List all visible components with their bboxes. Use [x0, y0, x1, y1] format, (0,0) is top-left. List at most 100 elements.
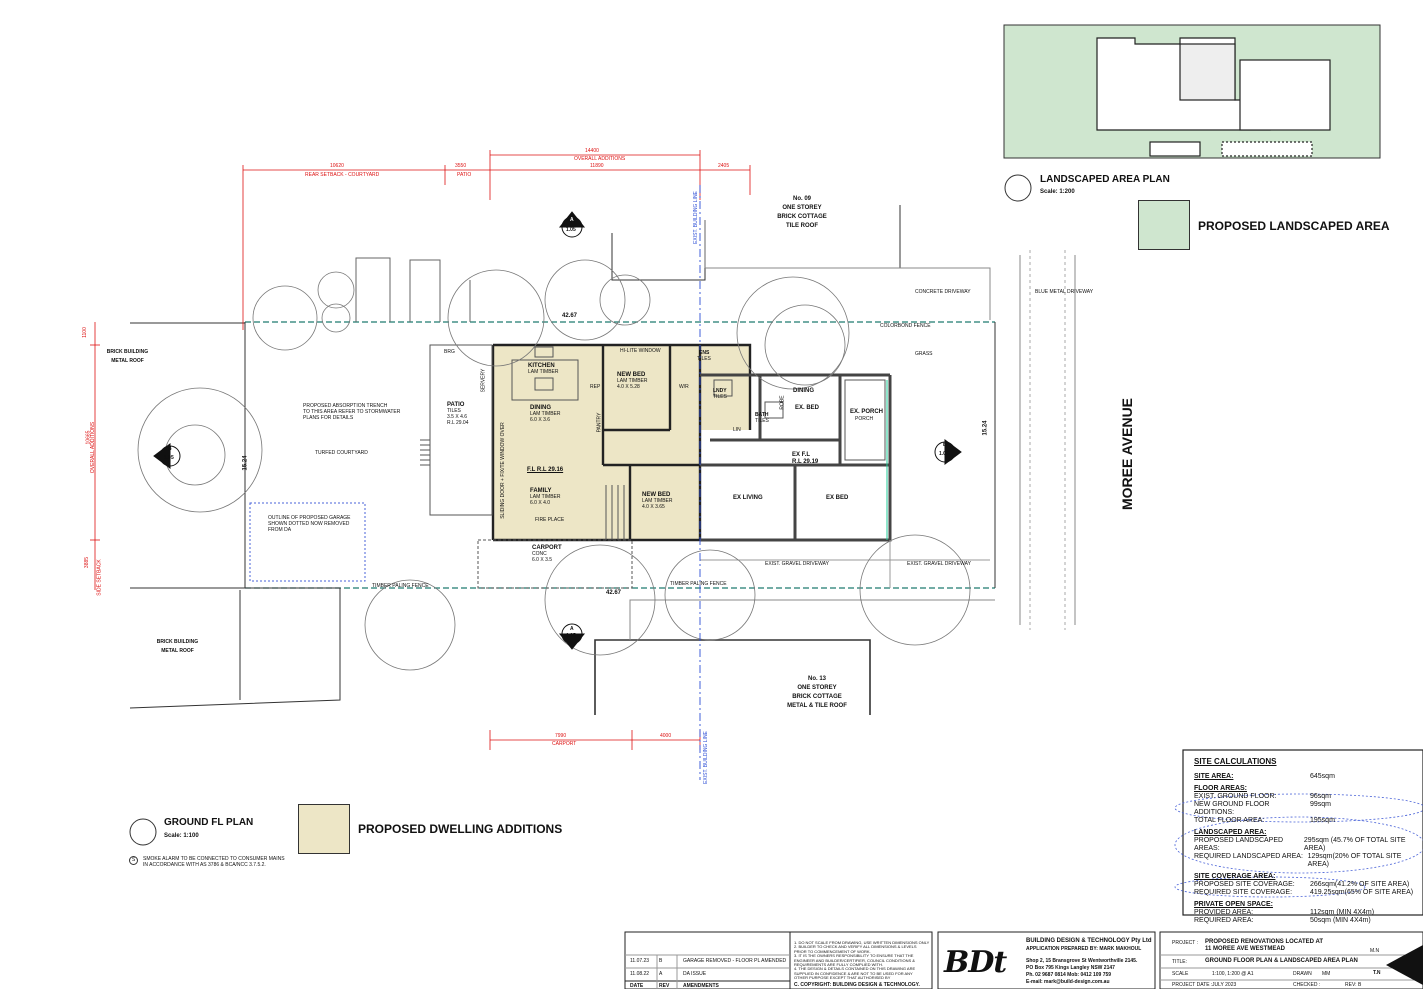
landscaped-row-label: PROPOSED LANDSCAPED AREAS: — [1194, 837, 1284, 852]
room-family-size: 6.0 X 4.0 — [530, 500, 551, 506]
dim-lot-width-left: 15.24 — [242, 455, 249, 471]
floor-area-row-value: 99sqm — [1310, 801, 1332, 808]
project-date-key: PROJECT DATE : — [1172, 982, 1213, 988]
room-patio-size: 3.5 X 4.6 — [447, 414, 468, 420]
section-b-left-letter: B — [168, 446, 172, 452]
hilite-window: HI-LITE WINDOW — [620, 348, 661, 354]
landscape-legend-label: PROPOSED LANDSCAPED AREA — [1198, 219, 1390, 233]
dim-10620: 10620 — [330, 163, 344, 169]
dim-lot-length-bottom: 42.67 — [606, 590, 622, 596]
site-calculations: SITE CALCULATIONS SITE AREA:645sqm FLOOR… — [1194, 758, 1422, 925]
address-2: PO Box 795 Kings Langley NSW 2147 — [1026, 965, 1115, 971]
dim-carport: CARPORT — [552, 741, 577, 747]
room-dining-sub: LAM TIMBER — [530, 411, 561, 417]
note-line: SUPPLIED IN CONFIDENCE & ARE NOT TO BE U… — [794, 970, 913, 976]
title-value: GROUND FLOOR PLAN & LANDSCAPED AREA PLAN — [1205, 958, 1358, 964]
building-line-top: EXIST. BUILDING LINE — [692, 191, 699, 244]
landscaped-row-label: REQUIRED LANDSCAPED AREA: — [1194, 853, 1303, 860]
blue-metal-driveway: BLUE METAL DRIVEWAY — [1035, 289, 1094, 295]
floor-area-row-value: 96sqm — [1310, 793, 1332, 800]
open-space-rows: PROVIDED AREA:112sqm (MIN 4X4m)REQUIRED … — [1194, 909, 1422, 925]
room-bath-sub: TILES — [755, 418, 769, 424]
room-new-bed-1-sub: LAM TIMBER — [617, 378, 648, 384]
landscaped-rows: PROPOSED LANDSCAPED AREAS: 295sqm (45.7% … — [1194, 837, 1422, 869]
floor-area-row-label: NEW GROUND FLOOR ADDITIONS: — [1194, 801, 1270, 816]
coverage-row-value: 419.25sqm(65% OF SITE AREA) — [1310, 889, 1414, 896]
neighbour-no09: No. 09 ONE STOREY BRICK COTTAGE TILE ROO… — [777, 196, 827, 229]
room-new-bed-1-size: 4.0 X 5.28 — [617, 384, 640, 390]
coverage-row: REQUIRED SITE COVERAGE:419.25sqm(65% OF … — [1194, 889, 1422, 897]
floor-area-row-value: 195sqm — [1310, 817, 1335, 824]
gravel-driveway-1: EXIST. GRAVEL DRIVEWAY — [765, 561, 829, 567]
dim-overall-additions: OVERALL ADDITIONS — [574, 156, 626, 162]
ground-plan-title: GROUND FL PLAN — [164, 817, 254, 828]
neighbour-rear-top: BRICK BUILDING METAL ROOF — [106, 349, 149, 364]
room-new-bed-2: NEW BED — [642, 492, 671, 498]
lot-boundary — [245, 321, 995, 589]
room-pantry: PANTRY — [596, 412, 603, 433]
neighbour-no13: No. 13 ONE STOREY BRICK COTTAGE METAL & … — [787, 676, 847, 709]
timber-fence-2: TIMBER PALING FENCE — [670, 581, 727, 587]
floor-areas-heading: FLOOR AREAS: — [1194, 785, 1248, 792]
section-b-left-num: 1.05 — [164, 455, 174, 461]
coverage-row-value: 266sqm(41.2% OF SITE AREA) — [1310, 881, 1410, 888]
floor-area-row: TOTAL FLOOR AREA: 195sqm — [1194, 817, 1422, 825]
room-kitchen-sub: LAM TIMBER — [528, 369, 559, 375]
section-a-top-num: 1.05 — [566, 227, 576, 233]
timber-fence-1: TIMBER PALING FENCE — [372, 583, 429, 589]
open-space-row-value: 112sqm (MIN 4X4m) — [1310, 909, 1375, 916]
project-key: PROJECT : — [1172, 940, 1199, 946]
floor-area-row-label: TOTAL FLOOR AREA: — [1194, 817, 1265, 824]
room-lin: LIN — [733, 427, 741, 433]
existing-floor-level: EX F.L — [792, 452, 811, 458]
dim-7990: 7990 — [555, 733, 567, 739]
rev-key: REV: — [1345, 982, 1357, 988]
section-a-bottom-letter: A — [570, 626, 574, 632]
dim-patio: PATIO — [457, 172, 472, 178]
drawn-value: MM — [1322, 971, 1331, 977]
dim-3885: 3885 — [84, 556, 91, 569]
section-a-bottom-num: 1.05 — [566, 633, 576, 639]
address-1: Shop 2, 15 Bransgrove St Wentworthville … — [1026, 958, 1138, 964]
company-name: BUILDING DESIGN & TECHNOLOGY Pty Ltd — [1026, 938, 1152, 944]
room-ex-dining: DINING — [793, 388, 814, 394]
dim-4000: 4000 — [660, 733, 672, 739]
dim-1100: 1100 — [81, 327, 88, 338]
open-space-row-value: 50sqm (MIN 4X4m) — [1310, 917, 1371, 924]
rev-head-amend: AMENDMENTS — [683, 983, 719, 989]
removed-garage-outline — [249, 502, 366, 582]
room-patio: PATIO — [447, 402, 465, 408]
coverage-rows: PROPOSED SITE COVERAGE:266sqm(41.2% OF S… — [1194, 881, 1422, 897]
section-b-right-num: 1.05 — [939, 451, 949, 457]
room-robe: ROBE — [779, 395, 786, 410]
landscaped-row-value: 295sqm (45.7% OF TOTAL SITE AREA) — [1303, 837, 1406, 852]
fireplace: FIRE PLACE — [535, 517, 565, 523]
landscape-scale: Scale: 1:200 — [1040, 189, 1075, 195]
rev-head-date: DATE — [630, 983, 644, 989]
proposed-additions-area — [493, 345, 700, 540]
floor-level-rl: F.L R.L 29.16 — [527, 467, 564, 473]
room-rep: REP — [590, 384, 601, 390]
north-arrow-icon — [1386, 945, 1423, 985]
street-name: MOREE AVENUE — [1119, 397, 1135, 510]
room-patio-rl: R.L 29.04 — [447, 420, 469, 426]
phone: Ph. 02 9687 0814 Mob: 0412 109 759 — [1026, 972, 1112, 978]
room-ens: ENS — [699, 350, 710, 356]
gravel-driveway-2: EXIST. GRAVEL DRIVEWAY — [907, 561, 971, 567]
copyright: C. COPYRIGHT: BUILDING DESIGN & TECHNOLO… — [794, 982, 920, 988]
room-carport-sub: CONC — [532, 551, 547, 557]
project-date-value: JULY 2023 — [1212, 982, 1237, 988]
prepared-by: APPLICATION PREPARED BY: MARK MAKHOUL — [1026, 946, 1142, 952]
section-b-right-letter: B — [943, 442, 947, 448]
room-lndy: LNDY — [713, 388, 727, 394]
brg: BRG — [444, 349, 455, 355]
dim-14400: 14400 — [585, 148, 599, 154]
room-ex-bed-1: EX. BED — [795, 405, 820, 411]
landscape-legend-swatch — [1138, 200, 1190, 250]
bdt-logo: BDt — [944, 945, 1007, 980]
sliding-door-note: SLIDING DOOR + FIX/TE WINDOW OVER — [499, 422, 506, 519]
site-area-value: 645sqm — [1310, 773, 1335, 780]
revision-cell: GARAGE REMOVED - FLOOR PL AMENDED — [683, 958, 787, 964]
